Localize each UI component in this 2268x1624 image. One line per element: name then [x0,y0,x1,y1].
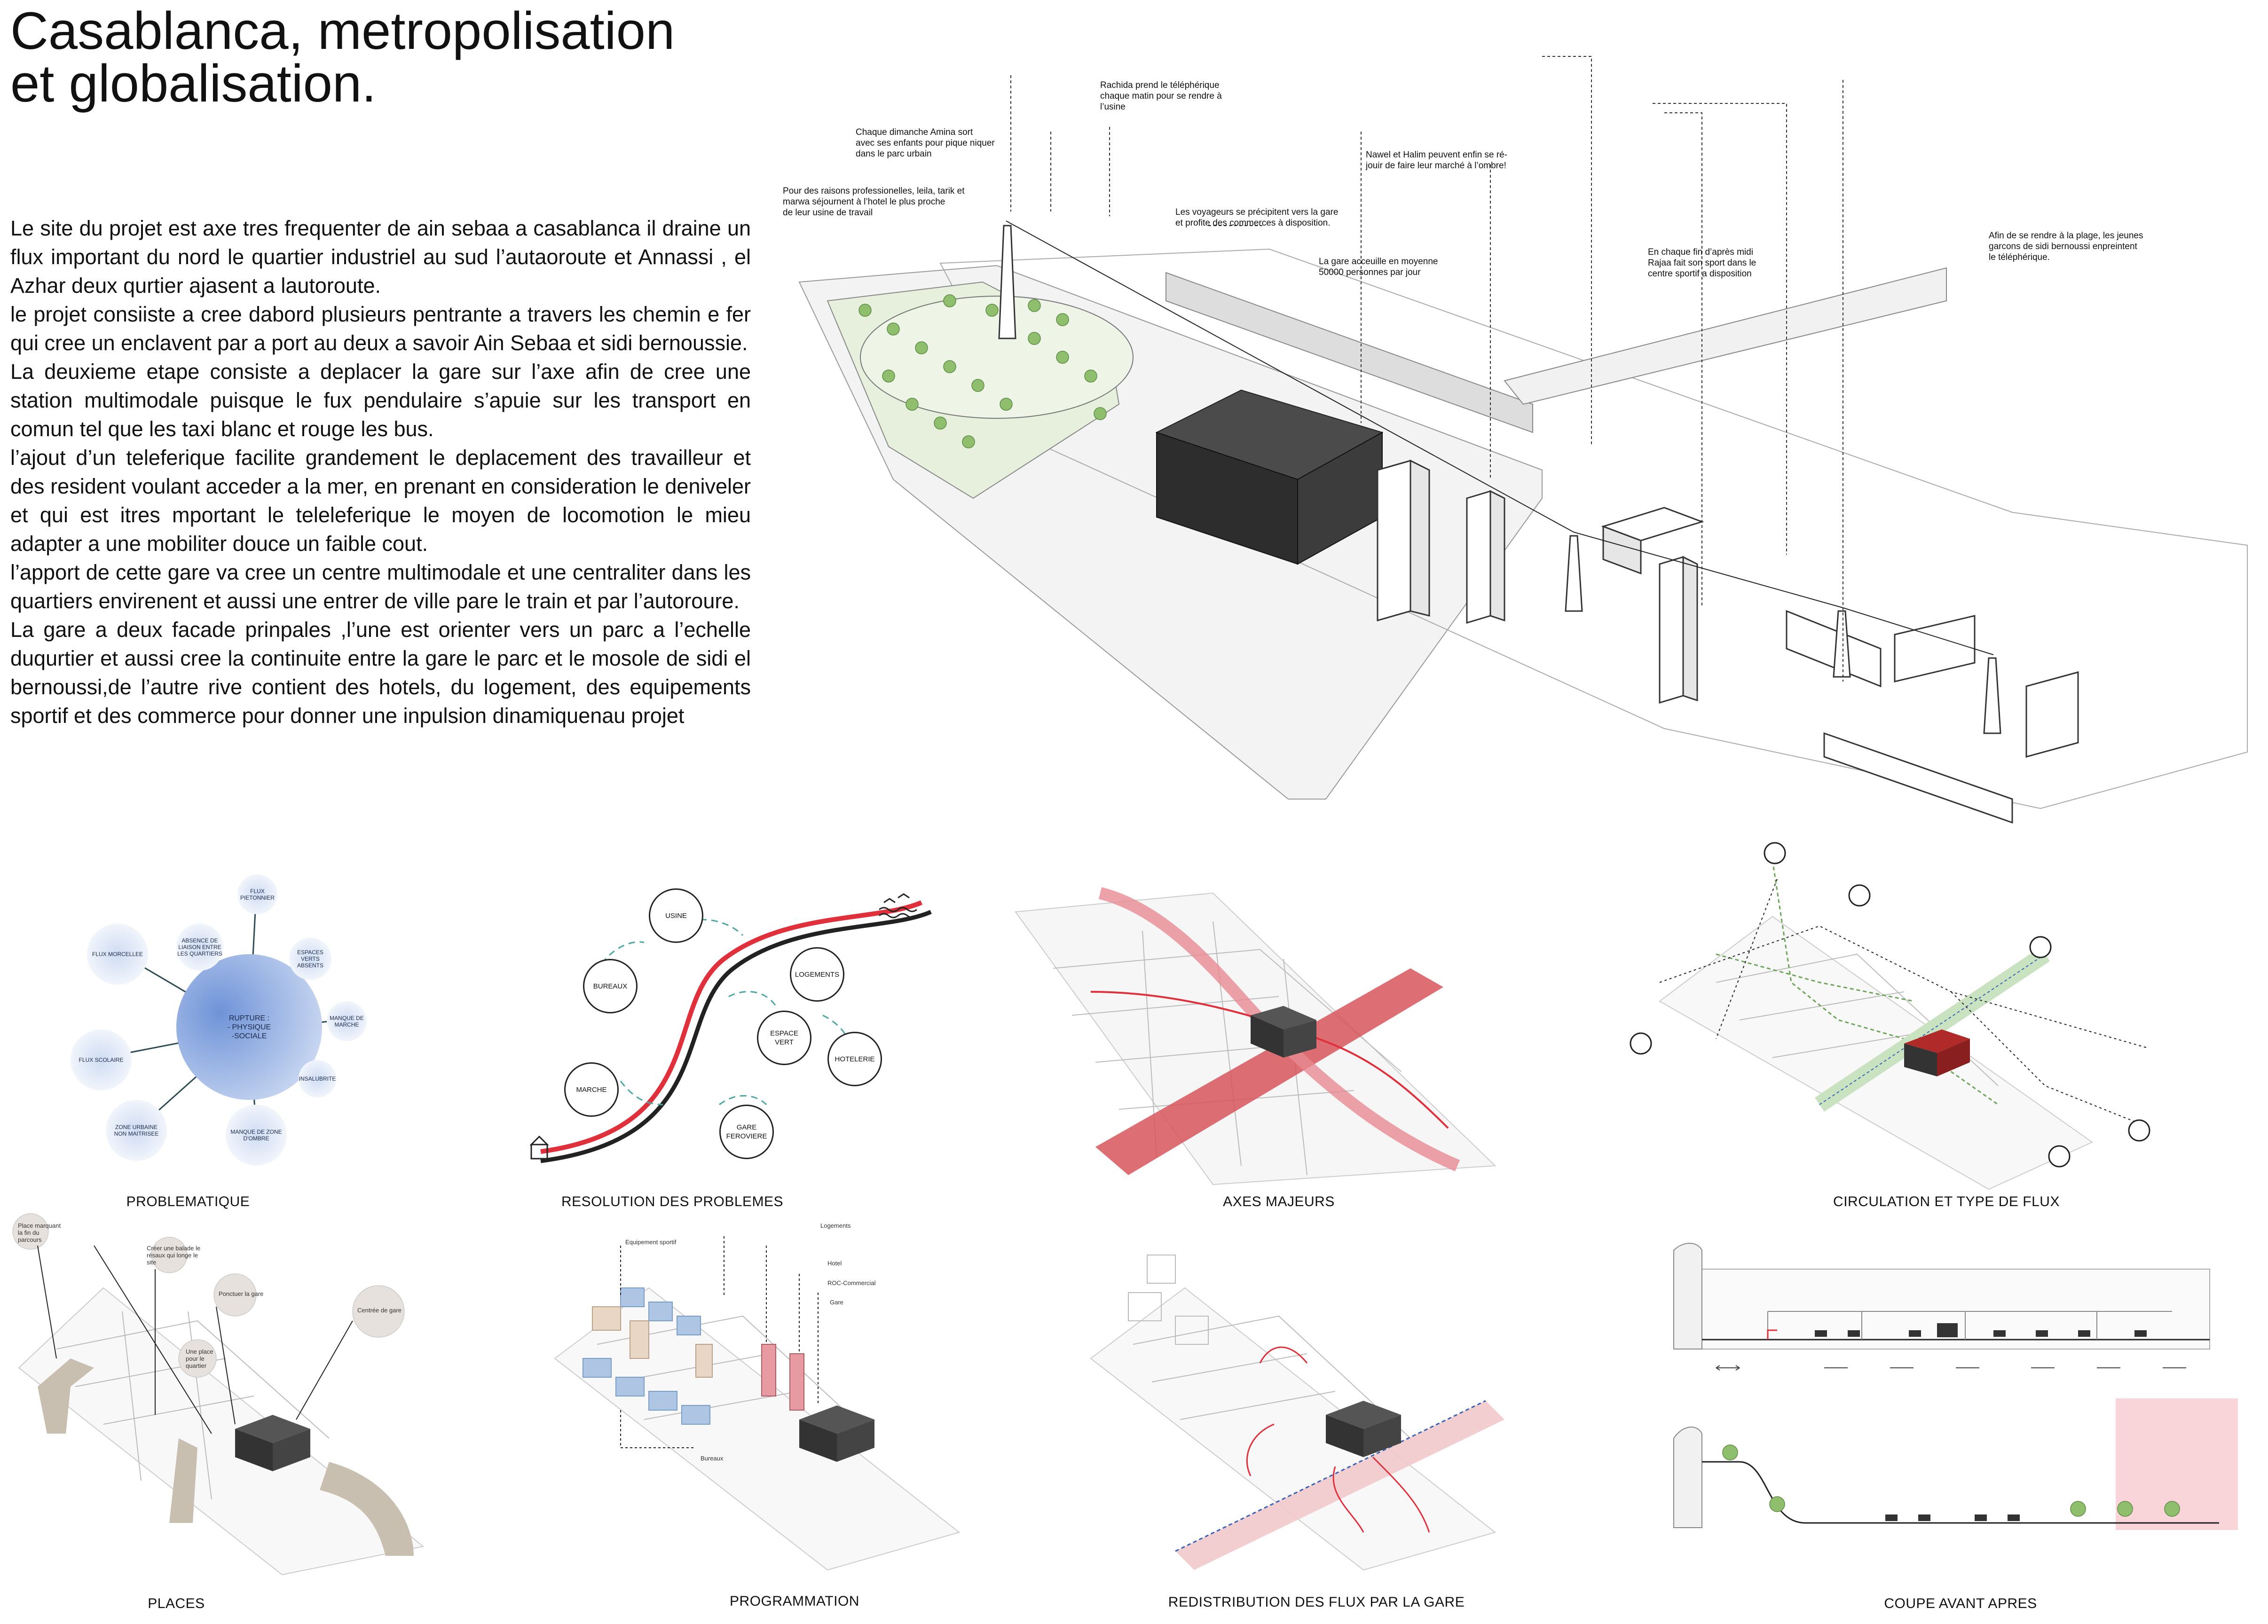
annotation-rajaa: En chaque fin d’après midi Rajaa fait so… [1648,247,1756,279]
annotation-amina: Chaque dimanche Amina sort avec ses enfa… [856,127,995,159]
problem-bubble: ABSENCE DE LIAISON ENTRE LES QUARTIERS [176,924,223,971]
caption-redistribution: REDISTRIBUTION DES FLUX PAR LA GARE [1168,1594,1465,1610]
caption-circulation: CIRCULATION ET TYPE DE FLUX [1833,1194,2060,1209]
programmation-label: ROC-Commercial [827,1279,876,1287]
caption-axes: AXES MAJEURS [1223,1194,1335,1209]
places-label: Ponctuer la gare [219,1290,264,1297]
station-building [1155,389,1384,565]
problem-bubble: ZONE URBAINE NON MAITRISEE [106,1100,167,1161]
annotation-plage: Afin de se rendre à la plage, les jeunes… [1989,231,2143,262]
resolution-diagram: USINE BUREAUX LOGEMENTS ESPACE VERT HOTE… [522,884,945,1185]
intro-paragraph: l’ajout d’un teleferique facilite grande… [10,446,751,556]
intro-paragraph: le projet consiiste a cree dabord plusie… [10,302,751,355]
problematique-center: RUPTURE : - PHYSIQUE -SOCIALE [176,954,322,1100]
annotation-gare: La gare acceuille en moyenne 50000 perso… [1319,257,1438,277]
programmation-diagram [554,1236,961,1571]
places-label: Créer une balade le résaux qui longe le … [147,1245,201,1266]
axes-majeurs-diagram [1015,887,1496,1185]
caption-coupe: COUPE AVANT APRES [1884,1596,2037,1611]
resolution-item: MARCHE [564,1062,619,1117]
programmation-label: Equipement sportif [625,1239,677,1246]
annotation-nawel: Nawel et Halim peuvent enfin se ré- joui… [1366,150,1507,171]
circulation-diagram [1630,842,2150,1190]
caption-places: PLACES [148,1596,205,1611]
resolution-item: ESPACE VERT [757,1011,811,1065]
annotation-voyageurs: Les voyageurs se précipitent vers la gar… [1175,207,1339,228]
resolution-paths [529,893,932,1163]
problem-bubble: MANQUE DE MARCHE [327,1001,367,1041]
intro-paragraph: l’apport de cette gare va cree un centre… [10,560,751,613]
caption-resolution: RESOLUTION DES PROBLEMES [561,1194,784,1209]
annotation-rachida: Rachida prend le téléphérique chaque mat… [1100,80,1222,112]
places-label: Place marquant la fin du parcours [18,1222,61,1243]
page-title: Casablanca, metropolisation et globalisa… [10,5,744,110]
title-line-1: Casablanca, metropolisation [10,1,675,60]
intro-paragraph: La gare a deux facade prinpales ,l’une e… [10,618,751,728]
places-label: Centrée de gare [357,1307,402,1314]
places-label: Une place pour le quartier [186,1348,213,1369]
resolution-item: GARE FEROVIERE [719,1105,774,1159]
programmation-label: Hotel [827,1260,842,1267]
programmation-label: Bureaux [701,1455,724,1462]
problem-bubble: INSALUBRITE [299,1060,336,1098]
programmation-label: Gare [830,1299,843,1306]
redistribution-diagram [1090,1255,1504,1571]
intro-paragraph: La deuxieme etape consiste a deplacer la… [10,360,751,441]
coupe-avant-apres [1673,1243,2238,1530]
resolution-item: USINE [649,888,703,943]
resolution-item: BUREAUX [583,959,638,1013]
axonometric-site-view [798,56,2248,824]
intro-paragraph: Le site du projet est axe tres frequente… [10,216,751,298]
annotation-leila: Pour des raisons professionelles, leila,… [783,186,965,218]
resolution-item: LOGEMENTS [790,947,844,1002]
caption-programmation: PROGRAMMATION [730,1593,859,1609]
caption-problematique: PROBLEMATIQUE [126,1194,250,1209]
problem-bubble: FLUX MORCELLEE [87,924,148,985]
problem-bubble: FLUX PIETONNIER [237,874,277,914]
places-diagram [12,1213,425,1576]
resolution-item: HOTELERIE [827,1032,882,1086]
problem-bubble: MANQUE DE ZONE D'OMBRE [226,1105,287,1166]
title-line-2: et globalisation. [10,54,377,113]
programmation-label: Logements [820,1222,851,1229]
problem-bubble: FLUX SCOLAIRE [71,1029,132,1091]
intro-text: Le site du projet est axe tres frequente… [10,214,751,730]
problematique-diagram: RUPTURE : - PHYSIQUE -SOCIALE FLUX PIETO… [71,865,409,1185]
problem-bubble: ESPACES VERTS ABSENTS [289,938,331,980]
